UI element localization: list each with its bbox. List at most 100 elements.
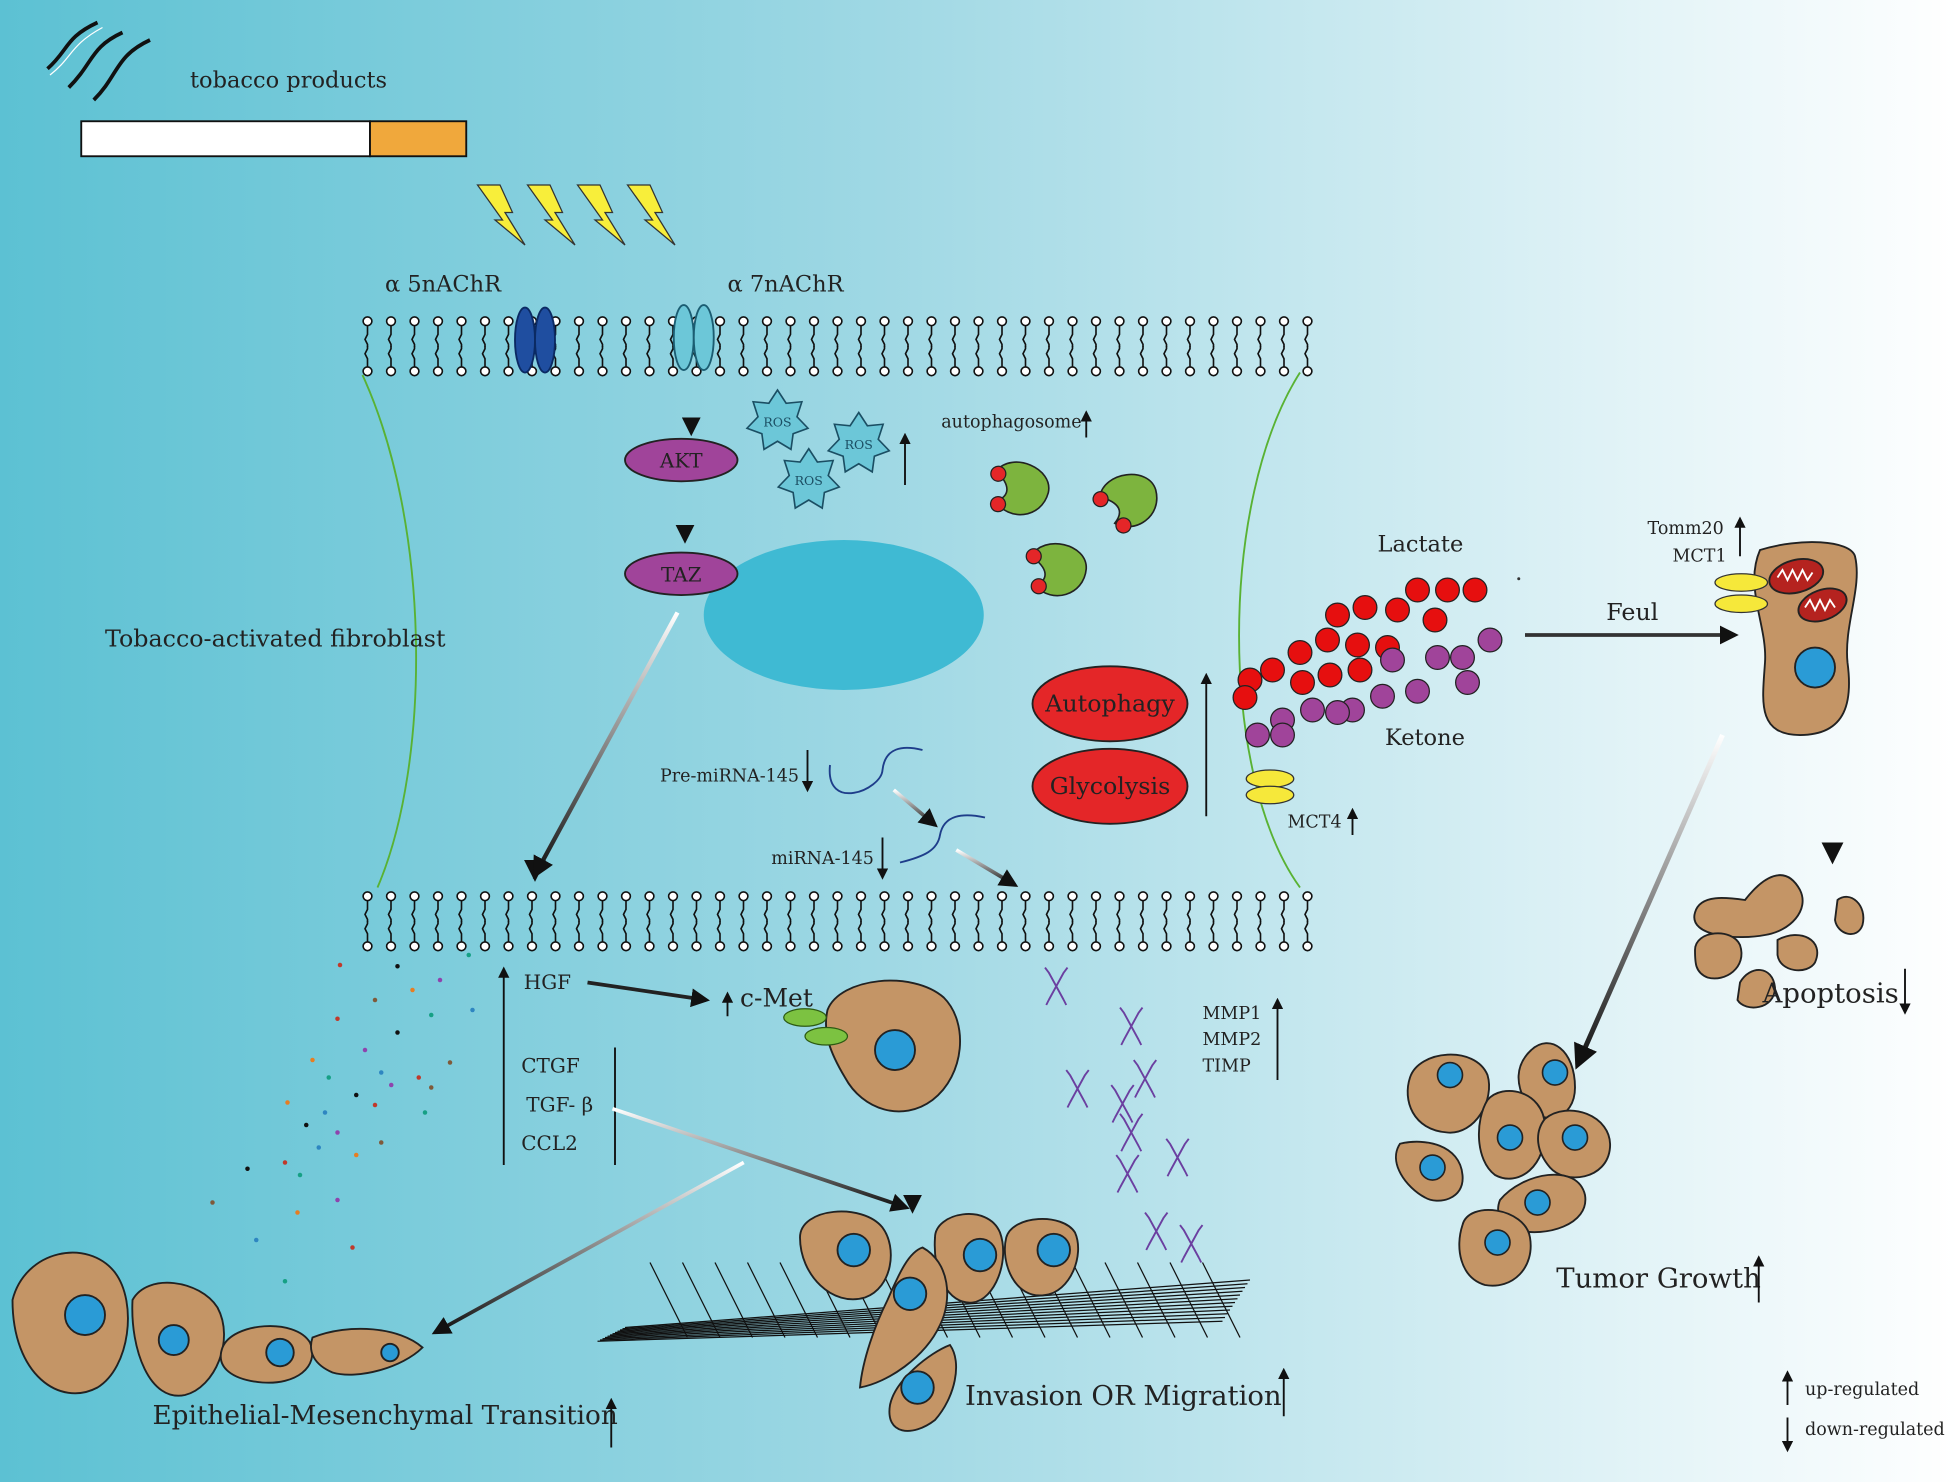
phospholipid [855, 316, 867, 377]
secreted-factor-dot [410, 987, 415, 993]
phospholipid [1278, 891, 1290, 952]
secreted-factor-dot [422, 1110, 428, 1115]
akt-node [624, 437, 739, 483]
phospholipid [597, 891, 608, 952]
pre-mirna-label: Pre-miRNA-145 [660, 766, 799, 786]
tgfb-label: TGF- β [526, 1092, 593, 1116]
akt-label: AKT [659, 449, 703, 473]
cigarette-icon [80, 120, 468, 158]
ketone-molecule [1270, 722, 1295, 748]
phospholipid [409, 891, 420, 952]
lactate-molecule [1315, 627, 1340, 653]
phospholipid [949, 316, 961, 377]
tumor-cell-nucleus [1524, 1189, 1551, 1216]
secreted-factor-dot [395, 1030, 400, 1035]
secreted-factor-dot [379, 1070, 384, 1075]
autophagosome-icon [1025, 542, 1088, 597]
phospholipid [714, 891, 726, 952]
tumor-cell-nucleus [1436, 1061, 1464, 1089]
secreted-factor-dot [372, 1102, 378, 1108]
phospholipid [785, 891, 796, 952]
lactate-molecule [1345, 632, 1370, 658]
autophagosome-group [989, 461, 1158, 597]
phospholipid [973, 891, 984, 952]
lactate-molecule [1290, 670, 1315, 695]
secreted-factor-dot [362, 1047, 368, 1053]
lactate-molecule [1287, 640, 1313, 665]
secreted-factor-dot [245, 1166, 250, 1171]
lactate-molecule [1462, 577, 1488, 603]
phospholipid [1208, 891, 1219, 952]
phospholipid [808, 891, 820, 952]
phospholipid [1184, 891, 1196, 952]
lactate-label: Lactate [1378, 531, 1464, 557]
phospholipid [1137, 891, 1149, 952]
mesh-fiber [681, 1262, 721, 1338]
tgfb-to-invasion-arrow [611, 1106, 910, 1212]
lactate-molecule [1422, 607, 1448, 633]
phospholipid [479, 316, 491, 377]
phospholipid [1067, 891, 1078, 952]
alpha5-receptor-icon [514, 306, 556, 374]
taz-label: TAZ [661, 562, 702, 586]
ketone-molecule [1405, 678, 1430, 704]
secreted-factors [210, 952, 475, 1284]
alpha7-receptor-icon [672, 304, 715, 371]
legend-up-label: up-regulated [1805, 1380, 1919, 1400]
ros-label: ROS [763, 414, 791, 429]
taz-node [624, 551, 739, 596]
phospholipid [738, 316, 749, 377]
phospholipid [1302, 891, 1313, 952]
mesh-fiber [714, 1262, 754, 1338]
ketone-molecule [1380, 647, 1405, 673]
ros-label: ROS [845, 437, 873, 452]
phospholipid [1043, 316, 1055, 377]
alpha5-nachr-label: α 5nAChR [385, 271, 502, 297]
lactate-molecule [1435, 577, 1460, 603]
pre-mirna-strand [829, 746, 923, 795]
secreted-factor-dot [372, 997, 378, 1003]
secreted-factor-dot [437, 977, 443, 983]
mmp-enzyme-icon [1144, 1211, 1169, 1251]
ketone-label: Ketone [1385, 725, 1465, 751]
tumor-cell-nucleus [1561, 1124, 1589, 1151]
ketone-molecules [1245, 627, 1503, 748]
phospholipid [620, 316, 632, 377]
secreted-factor-dot [310, 1057, 315, 1063]
hgf-to-cmet-arrow [587, 980, 710, 1008]
lactate-molecule [1232, 685, 1258, 710]
bottom-membrane [362, 891, 1313, 952]
ros-icon [745, 388, 810, 451]
secreted-factor-dot [282, 1160, 288, 1165]
phospholipid [644, 891, 655, 952]
fibroblast-left-boundary [361, 374, 418, 888]
mmp-enzyme-icon [1179, 1224, 1204, 1263]
ros-label: ROS [795, 473, 823, 488]
phospholipid [926, 891, 937, 952]
mct4-label: MCT4 [1288, 813, 1342, 833]
secreted-factor-dot [389, 1082, 394, 1088]
phospholipid [1067, 316, 1078, 377]
alpha7-nachr-label: α 7nAChR [728, 271, 845, 297]
emt-cells [11, 1251, 424, 1397]
tumor-growth-label: Tumor Growth [1556, 1263, 1761, 1295]
lactate-molecule [1325, 602, 1350, 628]
cmet-label: c-Met [740, 983, 813, 1012]
mmp-enzyme-icon [1110, 1084, 1135, 1123]
mirna-label: miRNA-145 [771, 849, 874, 869]
tumor-cell-nucleus [1541, 1059, 1569, 1086]
ketone-molecule [1450, 645, 1475, 670]
tumor-cell-nucleus [1484, 1229, 1511, 1256]
smoke-icon [46, 20, 151, 102]
apoptosis-label: Apoptosis [1762, 978, 1899, 1010]
mmp-enzyme-icon [1065, 1069, 1090, 1108]
secreted-factor-dot [429, 1012, 434, 1018]
mesh-fiber [1201, 1262, 1241, 1338]
lactate-molecule [1317, 662, 1343, 688]
invasion-label: Invasion OR Migration [965, 1380, 1282, 1412]
mirna-to-membrane-arrow [955, 848, 1019, 887]
ketone-molecule [1477, 627, 1503, 653]
phospholipid [1255, 316, 1266, 377]
phospholipid [949, 891, 961, 952]
secreted-factor-dot [429, 1085, 434, 1090]
